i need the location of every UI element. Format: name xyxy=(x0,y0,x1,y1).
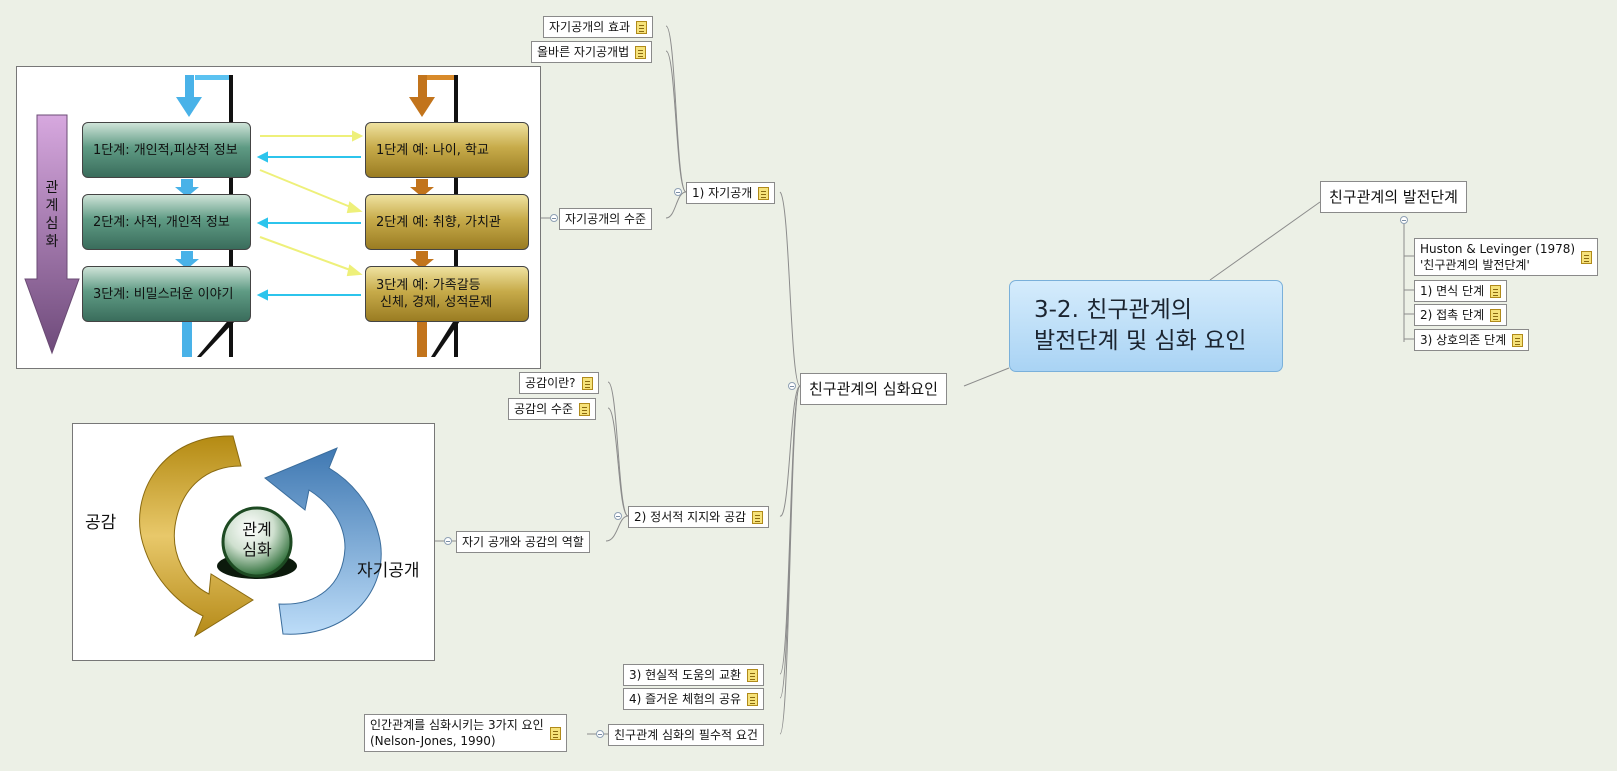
node-empathy-level[interactable]: 공감의 수준 xyxy=(508,398,597,420)
cycle-right-label: 자기공개 xyxy=(357,561,420,581)
node-self-disclosure-level[interactable]: 자기공개의 수준 xyxy=(559,208,653,230)
note-icon[interactable] xyxy=(752,510,764,524)
node-interdependence-stage[interactable]: 3) 상호의존 단계 xyxy=(1414,329,1530,351)
stage-2-box: 2단계: 사적, 개인적 정보 xyxy=(82,194,251,250)
stage-1-example-box: 1단계 예: 나이, 학교 xyxy=(365,122,529,178)
node-nelson-jones[interactable]: 인간관계를 심화시키는 3가지 요인 (Nelson-Jones, 1990) xyxy=(364,714,567,752)
node-contact-stage[interactable]: 2) 접촉 단계 xyxy=(1414,304,1508,326)
node-nelson-jones-line2: (Nelson-Jones, 1990) xyxy=(370,734,496,748)
collapse-toggle-right[interactable] xyxy=(1400,216,1408,224)
central-topic-line2: 발전단계 및 심화 요인 xyxy=(1034,328,1247,354)
self-disclosure-arrow xyxy=(264,447,382,635)
note-icon[interactable] xyxy=(549,726,561,740)
node-disclosure-empathy-role[interactable]: 자기 공개와 공감의 역할 xyxy=(456,531,590,553)
note-icon[interactable] xyxy=(1490,284,1502,298)
deepening-arrow-label: 관계심화 xyxy=(45,180,59,250)
node-pleasant-experience[interactable]: 4) 즐거운 체험의 공유 xyxy=(623,688,765,710)
node-huston-levinger-line1: Huston & Levinger (1978) xyxy=(1420,242,1576,256)
node-nelson-jones-line1: 인간관계를 심화시키는 3가지 요인 xyxy=(370,718,544,732)
cycle-center-label: 관계 심화 xyxy=(242,520,272,559)
collapse-toggle-empathy[interactable] xyxy=(614,512,622,520)
empathy-arrow xyxy=(139,435,254,638)
node-huston-levinger[interactable]: Huston & Levinger (1978) '친구관계의 발전단계' xyxy=(1414,238,1599,276)
note-icon[interactable] xyxy=(579,402,591,416)
note-icon[interactable] xyxy=(747,692,759,706)
collapse-toggle-left[interactable] xyxy=(788,382,796,390)
stage-1-box: 1단계: 개인적,피상적 정보 xyxy=(82,122,251,178)
note-icon[interactable] xyxy=(758,186,770,200)
central-topic[interactable]: 3-2. 친구관계의 발전단계 및 심화 요인 xyxy=(1009,280,1283,372)
stages-picture: 관계심화 1단계: 개인적,피상적 정보 2단계: 사적, 개인적 정보 3단계… xyxy=(16,66,541,369)
collapse-toggle-self-disclosure[interactable] xyxy=(674,188,682,196)
node-self-disclosure-method[interactable]: 올바른 자기공개법 xyxy=(531,41,653,63)
note-icon[interactable] xyxy=(636,20,648,34)
node-what-is-empathy[interactable]: 공감이란? xyxy=(519,372,599,394)
node-self-disclosure-effect[interactable]: 자기공개의 효과 xyxy=(543,16,654,38)
branch-development-stages[interactable]: 친구관계의 발전단계 xyxy=(1320,181,1467,213)
note-icon[interactable] xyxy=(1581,250,1593,264)
collapse-toggle-requirement[interactable] xyxy=(596,730,604,738)
stage-3-example-box: 3단계 예: 가족갈등 신체, 경제, 성적문제 xyxy=(365,266,529,322)
note-icon[interactable] xyxy=(747,668,759,682)
cycle-arrows xyxy=(139,435,382,638)
collapse-toggle-level[interactable] xyxy=(550,214,558,222)
node-self-disclosure[interactable]: 1) 자기공개 xyxy=(686,182,776,204)
note-icon[interactable] xyxy=(1490,308,1502,322)
deepening-arrow xyxy=(24,114,80,355)
note-icon[interactable] xyxy=(1512,333,1524,347)
node-emotional-support[interactable]: 2) 정서적 지지와 공감 xyxy=(628,506,770,528)
stage-3-box: 3단계: 비밀스러운 이야기 xyxy=(82,266,251,322)
note-icon[interactable] xyxy=(635,45,647,59)
cycle-left-label: 공감 xyxy=(85,513,117,533)
branch-deepening-factors[interactable]: 친구관계의 심화요인 xyxy=(800,373,947,405)
stage-2-example-box: 2단계 예: 취향, 가치관 xyxy=(365,194,529,250)
node-practical-help[interactable]: 3) 현실적 도움의 교환 xyxy=(623,664,765,686)
node-requirement[interactable]: 친구관계 심화의 필수적 요건 xyxy=(608,724,764,746)
collapse-toggle-role[interactable] xyxy=(444,537,452,545)
cycle-picture: 공감 자기공개 관계 심화 xyxy=(72,423,435,661)
central-topic-line1: 3-2. 친구관계의 xyxy=(1034,297,1192,323)
node-huston-levinger-line2: '친구관계의 발전단계' xyxy=(1420,258,1530,272)
note-icon[interactable] xyxy=(581,376,593,390)
node-acquaintance-stage[interactable]: 1) 면식 단계 xyxy=(1414,280,1508,302)
